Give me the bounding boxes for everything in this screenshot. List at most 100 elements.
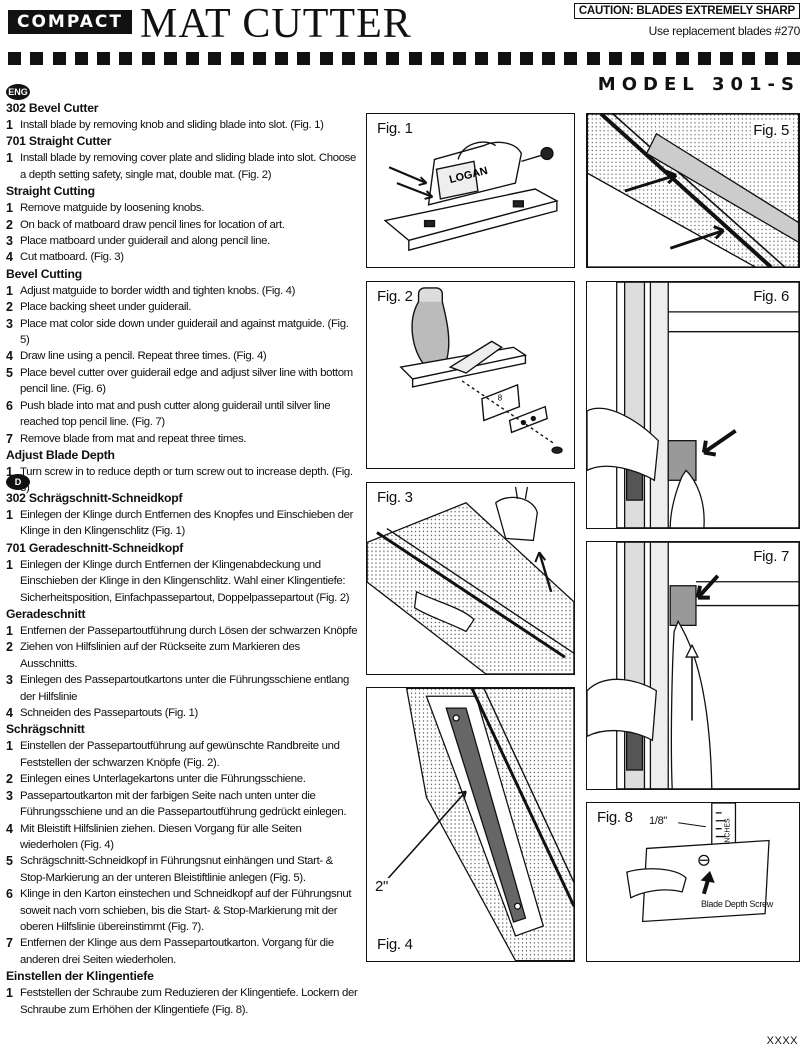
step-text: Schrägschnitt-Schneidkopf in Führungsnut… [20,855,333,884]
step-text: Draw line using a pencil. Repeat three t… [20,350,267,363]
english-language-badge: ENG [6,84,30,100]
step-number: 2 [6,300,13,315]
step-text: Place backing sheet under guiderail. [20,301,192,314]
step-text: Einlegen der Klinge durch Entfernen der … [20,558,350,604]
decorative-square [430,52,444,65]
instruction-step: 4 Mit Bleistift Hilfslinien ziehen. Diese… [6,821,358,854]
decorative-square [74,52,88,65]
figure-4-matguide: 2" Fig. 4 [366,687,575,962]
product-title: MAT CUTTER [140,1,412,47]
instruction-step: 1 Install blade by removing knob and slid… [6,117,358,133]
step-number: 4 [6,821,13,836]
step-number: 5 [6,365,13,380]
step-number: 1 [6,508,13,522]
step-number: 6 [6,398,13,413]
decorative-square [697,52,711,65]
section-heading: 302 Schrägschnitt-Schneidkopf [6,491,183,505]
instruction-step: 1 Remove matguide by loosening knobs. [6,200,358,216]
replacement-blades-note: Use replacement blades #270 [648,24,801,38]
decorative-square [297,52,311,65]
caution-notice: CAUTION: BLADES EXTREMELY SHARP [573,3,800,19]
step-number: 1 [6,624,13,639]
step-number: 6 [6,887,13,902]
instruction-step: 2 Ziehen von Hilfslinien auf der Rückseit… [6,639,358,672]
step-text: Einlegen eines Unterlagekartons unter di… [20,773,306,786]
step-text: Ziehen von Hilfslinien auf der Rückseite… [20,641,300,670]
step-text: Turn screw in to reduce depth or turn sc… [20,465,353,495]
figure-6-bevel-alignment: Fig. 6 [586,281,800,529]
decorative-square [30,52,44,65]
instruction-step: 2 Einlegen eines Unterlagekartons unter d… [6,771,358,787]
figure-4-label: Fig. 4 [375,936,415,953]
figure-3-straight-cutting: Fig. 3 [366,482,575,675]
figure-7-label: Fig. 7 [751,548,791,565]
step-number: 3 [6,316,13,331]
step-text: Install blade by removing knob and slidi… [20,119,324,131]
figure-5-label: Fig. 5 [751,122,791,139]
step-text: Adjust matguide to border width and tigh… [20,284,296,297]
step-number: 1 [6,118,13,132]
decorative-square [608,52,622,65]
blade-depth-illustration: INCHES [626,803,770,923]
step-number: 2 [6,640,13,655]
bevel-alignment-illustration [587,282,799,528]
figure-6-label: Fig. 6 [751,288,791,305]
step-text: Place matboard under guiderail and along… [20,235,270,248]
decorative-square [519,52,533,65]
step-text: Schneiden des Passepartouts (Fig. 1) [20,707,198,720]
decorative-square [8,52,21,65]
decorative-square [186,52,199,65]
step-number: 7 [6,936,13,951]
section-heading: Bevel Cutting [6,266,82,281]
figure-8-measurement: 1/8" [647,815,669,827]
decorative-square [631,52,644,65]
section-heading: Geradeschnitt [6,607,86,622]
step-number: 3 [6,673,13,688]
instruction-step: 3 Einlegen des Passepartoutkartons unter … [6,672,358,705]
german-language-badge: D [6,474,30,490]
brand-badge: COMPACT [8,10,132,34]
decorative-square [52,52,66,65]
instruction-step: 4 Draw line using a pencil. Repeat three … [6,348,358,364]
step-text: Remove matguide by loosening knobs. [20,202,205,215]
pushing-cutter-illustration [587,542,799,789]
decorative-square [542,52,555,65]
fig8-ruler-label: INCHES [725,818,732,844]
figure-1-bevel-cutter: LOGAN Fig. 1 [366,113,575,268]
decorative-square [97,52,110,65]
step-number: 4 [6,349,13,364]
decorative-square [341,52,355,65]
figure-2-straight-cutter: 8 Fig. 2 [366,281,575,469]
decorative-square [786,52,800,65]
section-heading: 701 Geradeschnitt-Schneidkopf [6,540,184,555]
step-text: Feststellen der Schraube zum Reduzieren … [20,987,358,1016]
step-number: 1 [6,464,13,479]
step-text: Entfernen der Passepartoutführung durch … [20,625,358,638]
step-text: Einlegen des Passepartoutkartons unter d… [20,674,349,703]
step-number: 1 [6,201,13,216]
section-heading: Einstellen der Klingentiefe [6,969,154,984]
step-number: 5 [6,854,13,869]
decorative-square [475,52,489,65]
step-text: Entfernen der Klinge aus dem Passepartou… [20,937,334,966]
decorative-square [119,52,133,65]
step-text: Place mat color side down under guiderai… [20,317,349,347]
step-text: Mit Bleistift Hilfslinien ziehen. Diesen… [20,822,302,851]
step-number: 3 [6,788,13,803]
instruction-step: 2 Place backing sheet under guiderail. [6,299,358,315]
decorative-square [586,52,600,65]
svg-text:8: 8 [498,394,503,403]
step-text: Remove blade from mat and repeat three t… [20,432,247,445]
step-number: 2 [6,772,13,787]
